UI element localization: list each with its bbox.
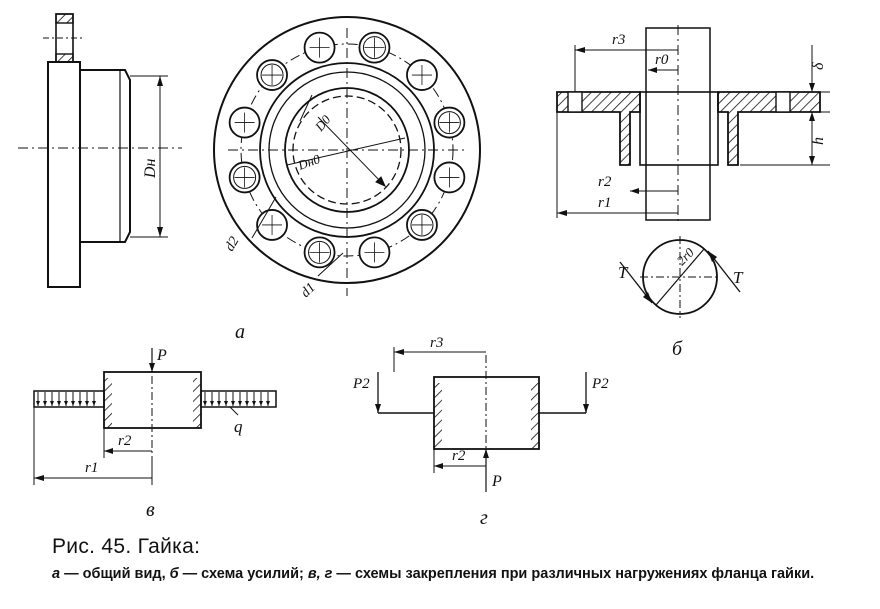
load-arrow bbox=[217, 392, 221, 406]
label-b: б bbox=[672, 338, 683, 360]
load-arrow bbox=[245, 392, 249, 406]
label-t-right: T bbox=[733, 268, 744, 287]
label-r3-section: r3 bbox=[612, 32, 625, 48]
bolt-hole bbox=[433, 161, 466, 194]
label-p2-right: P2 bbox=[591, 376, 609, 392]
load-arrow bbox=[238, 392, 242, 406]
label-q: q bbox=[234, 417, 243, 436]
label-v: в bbox=[146, 499, 155, 521]
bolt-hole bbox=[406, 59, 438, 91]
load-arrow bbox=[43, 392, 47, 406]
bolt-hole bbox=[433, 106, 466, 139]
label-r2-g: r2 bbox=[452, 448, 466, 464]
label-g: г bbox=[480, 507, 488, 529]
label-dno: Dн0 bbox=[295, 151, 323, 173]
label-r0: r0 bbox=[655, 52, 669, 68]
load-arrow bbox=[64, 392, 68, 406]
load-arrow bbox=[252, 392, 256, 406]
label-r1-v: r1 bbox=[85, 460, 98, 476]
load-arrow bbox=[85, 392, 89, 406]
caption-text-b: — схема усилий; bbox=[178, 566, 308, 582]
label-dn: Dн bbox=[142, 158, 159, 179]
caption-key-a: а bbox=[52, 566, 61, 582]
load-arrow bbox=[203, 392, 207, 406]
label-h: h bbox=[810, 137, 827, 145]
load-arrow bbox=[231, 392, 235, 406]
load-arrow bbox=[266, 392, 270, 406]
front-view bbox=[213, 16, 481, 296]
caption-key-vg: в, г bbox=[307, 566, 333, 582]
section-view bbox=[556, 25, 830, 225]
figure-caption-title: Рис. 45. Гайка: bbox=[52, 535, 201, 558]
label-a: а bbox=[235, 321, 245, 343]
bolt-hole bbox=[358, 236, 391, 269]
caption-text-a: — общий вид, bbox=[60, 566, 170, 582]
load-arrow bbox=[92, 392, 96, 406]
label-r3-g: r3 bbox=[430, 335, 443, 351]
label-t-left: T bbox=[618, 263, 629, 282]
bolt-hole bbox=[406, 209, 438, 241]
scheme-g bbox=[375, 347, 589, 492]
label-p-v: P bbox=[156, 347, 167, 364]
distributed-load-arrows bbox=[36, 392, 270, 406]
bolt-hole bbox=[358, 31, 391, 64]
load-arrow bbox=[78, 392, 82, 406]
load-arrow bbox=[259, 392, 263, 406]
label-2r0: 2r0 bbox=[674, 244, 698, 268]
load-arrow bbox=[36, 392, 40, 406]
load-arrow bbox=[210, 392, 214, 406]
label-r1-section: r1 bbox=[598, 195, 611, 211]
bolt-hole bbox=[303, 236, 336, 269]
torque-scheme bbox=[619, 236, 741, 318]
label-d2: d2 bbox=[222, 234, 242, 254]
label-d1: d1 bbox=[298, 280, 319, 301]
bolt-hole bbox=[256, 59, 288, 91]
side-view bbox=[18, 13, 182, 288]
caption-text-vg: — схемы закрепления при различных нагруж… bbox=[332, 566, 815, 582]
caption-key-b: б bbox=[169, 566, 179, 582]
bolt-hole bbox=[303, 31, 336, 64]
label-p2-left: P2 bbox=[352, 376, 370, 392]
label-r2-section: r2 bbox=[598, 174, 612, 190]
label-r2-v: r2 bbox=[118, 433, 132, 449]
figure-caption-body: а — общий вид, б — схема усилий; в, г — … bbox=[52, 566, 852, 582]
bolt-holes bbox=[228, 31, 466, 269]
label-d0: D0 bbox=[311, 112, 334, 135]
bolt-hole bbox=[228, 161, 261, 194]
load-arrow bbox=[57, 392, 61, 406]
load-arrow bbox=[224, 392, 228, 406]
front-dims bbox=[251, 94, 406, 277]
load-arrow bbox=[50, 392, 54, 406]
load-arrow bbox=[71, 392, 75, 406]
bolt-hole bbox=[256, 209, 288, 241]
bolt-hole bbox=[228, 106, 261, 139]
label-p-g: P bbox=[491, 473, 502, 490]
scheme-v bbox=[33, 348, 277, 485]
label-delta: δ bbox=[810, 62, 827, 70]
